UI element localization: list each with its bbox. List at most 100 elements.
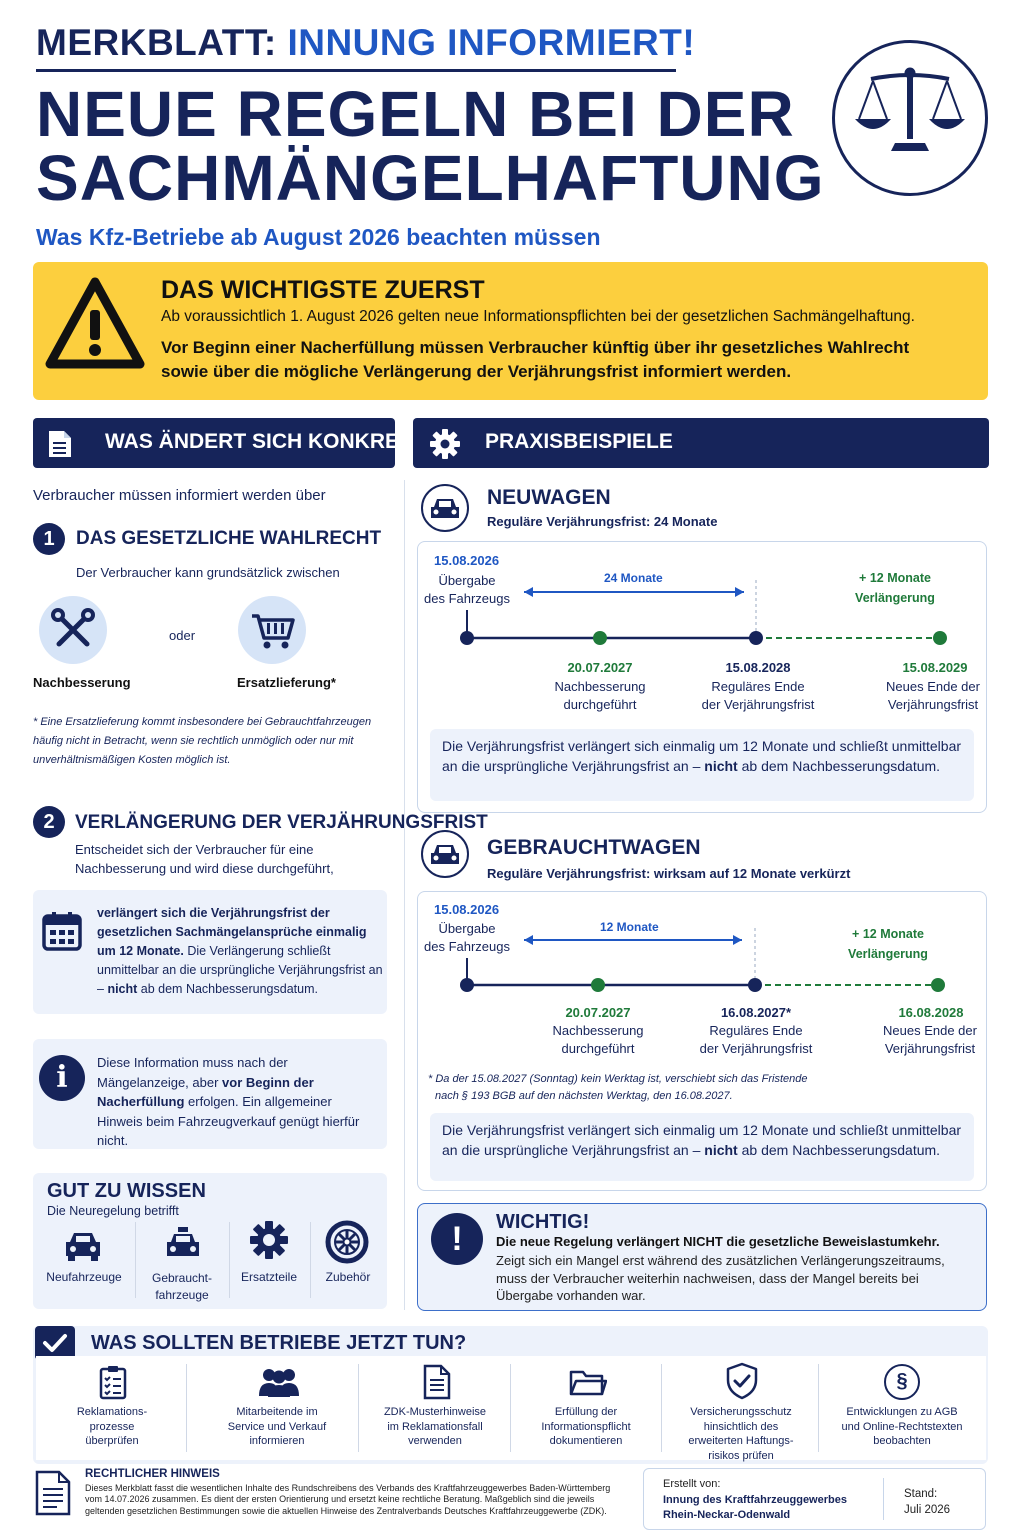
section-bar-changes: WAS ÄNDERT SICH KONKRET? [33, 418, 425, 468]
page-subtitle: Was Kfz-Betriebe ab August 2026 beachten… [36, 224, 601, 250]
good-to-know-title: GUT ZU WISSEN [47, 1180, 206, 1202]
used-p2-label: Reguläres Ende der Verjährungsfrist [694, 1022, 818, 1058]
new-car-sub: Reguläre Verjährungsfrist: 24 Monate [487, 514, 718, 529]
calendar-icon [41, 910, 83, 957]
section-bar-examples: PRAXISBEISPIELE [413, 418, 989, 468]
new-car-title: NEUWAGEN [487, 486, 611, 509]
or-label: oder [169, 628, 196, 643]
title-line-1: NEUE REGELN BEI DER [36, 78, 795, 150]
step-number-1: 1 [33, 523, 65, 555]
scope-used-a: Gebraucht- [151, 1271, 213, 1285]
extension-bold: verlängert sich die Verjährungsfrist der… [97, 906, 367, 958]
new-p3-date: 15.08.2029 [902, 660, 968, 675]
divider [661, 1364, 662, 1452]
people-icon [258, 1366, 300, 1403]
new-p1-b: durchgeführt [563, 697, 637, 712]
new-p2-a: Reguläres Ende [711, 679, 805, 694]
info-icon: i [39, 1055, 85, 1101]
column-divider [404, 480, 405, 1310]
scope-accessories: Zubehör [325, 1270, 371, 1284]
used-start-date: 15.08.2026 [434, 902, 500, 917]
used-timeline [417, 928, 987, 1013]
option-repair: Nachbesserung [33, 675, 131, 690]
section-title-examples: PRAXISBEISPIELE [485, 430, 673, 453]
warning-triangle-icon [44, 276, 146, 377]
new-p1-a: Nachbesserung [554, 679, 646, 694]
divider [358, 1364, 359, 1452]
holiday-footnote: * Da der 15.08.2027 (Sonntag) kein Werkt… [428, 1071, 848, 1105]
gear-icon [429, 428, 461, 465]
scope-parts: Ersatzteile [240, 1270, 298, 1284]
action-1-a: Reklamations- [76, 1406, 148, 1418]
new-p3-a: Neues Ende der [886, 679, 980, 694]
title-line-2: SACHMÄNGELHAFTUNG [36, 142, 825, 214]
paragraph-icon: § [884, 1364, 920, 1400]
action-4-a: Erfüllung der [554, 1406, 618, 1418]
timing-info-box [33, 1039, 387, 1149]
action-5-c: erweiterten Haftungs- [688, 1435, 794, 1447]
alert-heading: DAS WICHTIGSTE ZUERST [161, 276, 485, 304]
used-ext-b: Verlängerung [848, 947, 928, 961]
stand-box: Stand:Juli 2026 [904, 1486, 950, 1518]
important-bold: Die neue Regelung verlängert NICHT die g… [496, 1234, 940, 1249]
used-note-b: nicht [704, 1141, 738, 1158]
new-p2-b: der Verjährungsfrist [701, 697, 815, 712]
used-car-icon [163, 1226, 203, 1267]
action-5-a: Versicherungsschutz [690, 1406, 792, 1418]
divider [135, 1222, 136, 1298]
important-box [417, 1203, 987, 1311]
legal-document-icon [35, 1470, 71, 1521]
divider [310, 1222, 311, 1298]
legal-text: Dieses Merkblatt fasst die wesentlichen … [85, 1483, 611, 1516]
info-text-a: Diese Information muss nach der Mängelan… [97, 1055, 288, 1090]
used-p2-a: Reguläres Ende [709, 1023, 803, 1038]
used-car-icon [421, 830, 469, 878]
used-note-c: ab dem Nachbesserungsdatum. [737, 1141, 941, 1158]
divider [510, 1364, 511, 1452]
action-5-d: risikos prüfen [708, 1449, 774, 1462]
used-p2-b: der Verjährungsfrist [699, 1041, 813, 1056]
clipboard-checklist-icon [98, 1364, 128, 1405]
item1-text: Der Verbraucher kann grundsätzlick zwisc… [76, 565, 340, 580]
parts-gear-icon [249, 1220, 289, 1265]
section-title-changes: WAS ÄNDERT SICH KONKRET? [105, 430, 425, 453]
good-to-know-sub: Die Neuregelung betrifft [47, 1204, 179, 1218]
used-span-label: 12 Monate [600, 920, 659, 934]
used-start-a: Übergabe [438, 921, 496, 936]
alert-text: Ab voraussichtlich 1. August 2026 gelten… [161, 308, 915, 325]
new-note-b: nicht [704, 757, 738, 774]
scope-used-cars: Gebraucht-fahrzeuge [138, 1270, 226, 1304]
action-2-c: informieren [249, 1435, 305, 1447]
used-start-b: des Fahrzeugs [424, 939, 510, 954]
action-2-b: Service und Verkauf [227, 1420, 327, 1433]
new-p3-b: Verjährungsfrist [887, 697, 979, 712]
used-ext-a: + 12 Monate [852, 927, 924, 941]
used-p1-b: durchgeführt [561, 1041, 635, 1056]
used-p3-date: 16.08.2028 [898, 1005, 964, 1020]
alert-bold-text: Vor Beginn einer Nacherfüllung müssen Ve… [161, 338, 910, 381]
used-p1-date: 20.07.2027 [565, 1005, 631, 1020]
document-icon [423, 1364, 451, 1405]
timing-info-text: Diese Information muss nach der Mängelan… [97, 1053, 379, 1151]
replacement-footnote: * Eine Ersatzlieferung kommt insbesonder… [33, 716, 372, 766]
used-p3-a: Neues Ende der [883, 1023, 977, 1038]
divider [818, 1364, 819, 1452]
item2-text: Entscheidet sich der Verbraucher für ein… [75, 842, 334, 876]
extension-box-text: verlängert sich die Verjährungsfrist der… [97, 904, 385, 999]
action-3-a: ZDK-Musterhinweise [383, 1406, 487, 1418]
exclamation-icon: ! [431, 1213, 483, 1265]
shield-check-icon [725, 1362, 759, 1405]
action-4-c: dokumentieren [549, 1435, 623, 1447]
action-3-c: verwenden [408, 1435, 462, 1447]
extension-not: nicht [107, 982, 138, 996]
stand-label: Stand: [904, 1488, 938, 1500]
divider [229, 1222, 230, 1298]
tools-icon [39, 596, 107, 664]
